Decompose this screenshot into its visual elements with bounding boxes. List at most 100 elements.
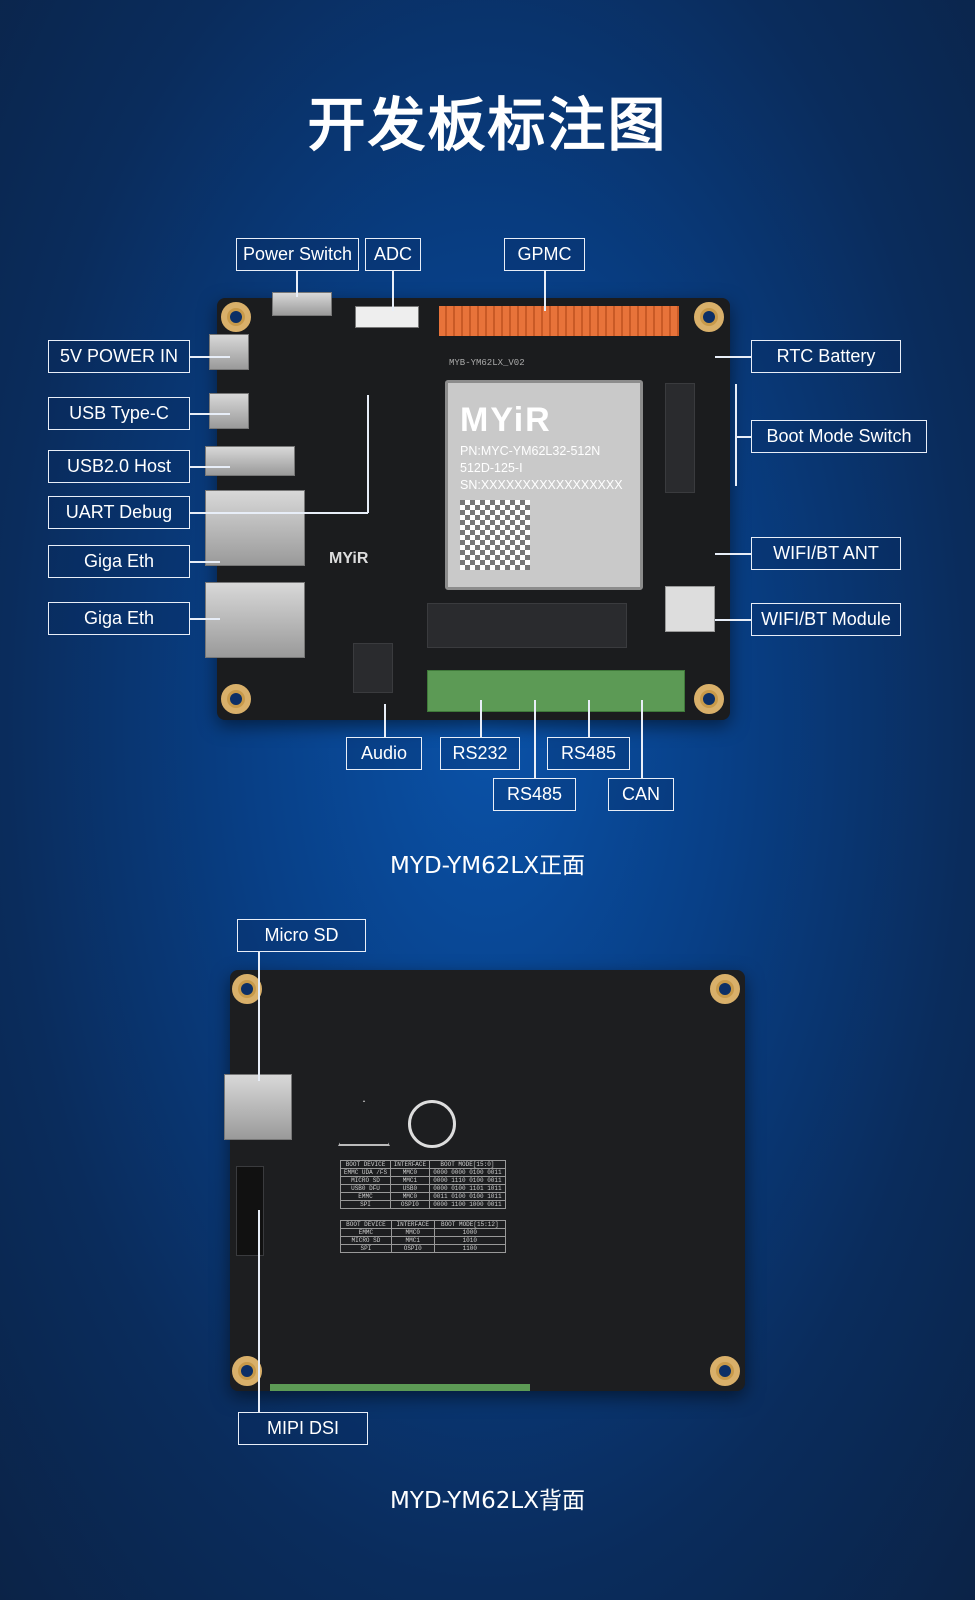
label-rs485-2: RS485	[493, 778, 576, 811]
table-cell: MMC0	[390, 1168, 430, 1177]
table-cell: MMC1	[390, 1236, 435, 1245]
table-cell: 0000 0100 1101 1011	[428, 1184, 507, 1193]
table-cell: MMC0	[390, 1192, 430, 1201]
adc-connector	[355, 306, 419, 328]
label-power-in: 5V POWER IN	[48, 340, 190, 373]
leader-line	[480, 700, 482, 737]
label-micro-sd: Micro SD	[237, 919, 366, 952]
power-in-port	[209, 334, 249, 370]
gpmc-header	[439, 306, 679, 336]
table-cell: BOOT DEVICE	[340, 1220, 392, 1229]
front-caption: MYD-YM62LX正面	[390, 853, 585, 879]
table-cell: 1100	[433, 1244, 507, 1253]
table-cell: 0000 1110 0100 0011	[428, 1176, 507, 1185]
leader-line	[190, 356, 230, 358]
leader-line	[190, 466, 230, 468]
leader-line	[736, 436, 751, 438]
table-cell: EMMC	[339, 1192, 392, 1201]
mounting-hole	[710, 1356, 740, 1386]
leader-line	[544, 271, 546, 311]
table-cell: OSPI0	[390, 1244, 435, 1253]
front-board-image: MYB-YM62LX_V02 MYiR MYiR PN:MYC-YM62L32-…	[205, 292, 730, 720]
back-caption: MYD-YM62LX背面	[390, 1488, 585, 1514]
esd-icon	[338, 1100, 390, 1146]
table-cell: MMC1	[390, 1176, 430, 1185]
leader-line	[296, 271, 298, 297]
board-name: MYB-YM62LX_V02	[449, 358, 525, 368]
label-usb-host: USB2.0 Host	[48, 450, 190, 483]
terminal-block-edge	[270, 1384, 530, 1391]
label-power-switch: Power Switch	[236, 238, 359, 271]
table-cell: MICRO SD	[340, 1236, 392, 1245]
table-cell: BOOT MODE[15:0]	[428, 1160, 507, 1169]
table-cell: INTERFACE	[390, 1220, 435, 1229]
usb-host-port	[205, 446, 295, 476]
label-rs485-1: RS485	[547, 737, 630, 770]
leader-line	[190, 413, 230, 415]
label-usb-typec: USB Type-C	[48, 397, 190, 430]
table-cell: SPI	[339, 1200, 392, 1209]
leader-line	[588, 700, 590, 737]
table-cell: 1010	[433, 1236, 507, 1245]
som-module: MYiR PN:MYC-YM62L32-512N 512D-125-I SN:X…	[445, 380, 643, 590]
table-cell: MICRO SD	[339, 1176, 392, 1185]
label-rs232: RS232	[440, 737, 520, 770]
label-uart-debug: UART Debug	[48, 496, 190, 529]
table-cell: INTERFACE	[390, 1160, 430, 1169]
leader-line	[258, 951, 260, 1081]
table-cell: OSPI0	[390, 1200, 430, 1209]
leader-line	[735, 384, 737, 486]
table-cell: EMMC	[340, 1228, 392, 1237]
table-cell: 0011 0100 0100 1011	[428, 1192, 507, 1201]
table-cell: MMC0	[390, 1228, 435, 1237]
table-cell: USB0 DFU	[339, 1184, 392, 1193]
label-adc: ADC	[365, 238, 421, 271]
mounting-hole	[221, 684, 251, 714]
micro-sd-slot	[224, 1074, 292, 1140]
label-giga-eth-1: Giga Eth	[48, 545, 190, 578]
label-boot-mode-switch: Boot Mode Switch	[751, 420, 927, 453]
leader-line	[367, 395, 369, 513]
table-cell: 0000 1100 1000 0011	[428, 1200, 507, 1209]
label-wifi-bt-ant: WIFI/BT ANT	[751, 537, 901, 570]
table-cell: 1000	[433, 1228, 507, 1237]
som-pn: PN:MYC-YM62L32-512N	[460, 444, 601, 458]
table-cell: BOOT DEVICE	[339, 1160, 392, 1169]
label-giga-eth-2: Giga Eth	[48, 602, 190, 635]
leader-line	[715, 553, 751, 555]
label-mipi-dsi: MIPI DSI	[238, 1412, 368, 1445]
label-wifi-bt-module: WIFI/BT Module	[751, 603, 901, 636]
leader-line	[190, 561, 220, 563]
mounting-hole	[232, 974, 262, 1004]
leader-line	[715, 356, 751, 358]
leader-line	[534, 700, 536, 778]
leader-line	[392, 271, 394, 311]
mounting-hole	[710, 974, 740, 1004]
som-sn: SN:XXXXXXXXXXXXXXXXX	[460, 478, 623, 492]
pb-free-icon	[408, 1100, 456, 1148]
boot-switches	[665, 383, 695, 493]
leader-line	[715, 619, 751, 621]
leader-line	[384, 704, 386, 737]
leader-line	[641, 700, 643, 778]
silk-logo: MYiR	[329, 550, 369, 567]
chips-row	[427, 603, 627, 648]
som-brand: MYiR	[460, 401, 552, 439]
leader-line	[190, 512, 368, 514]
som-pn2: 512D-125-I	[460, 461, 523, 475]
wifi-module-part	[665, 586, 715, 632]
usb-typec-port	[209, 393, 249, 429]
leader-line	[190, 618, 220, 620]
label-gpmc: GPMC	[504, 238, 585, 271]
table-cell: 0000 0000 0100 0011	[428, 1168, 507, 1177]
ethernet-port-1	[205, 490, 305, 566]
audio-jack	[353, 643, 393, 693]
leader-line	[258, 1210, 260, 1412]
page-title: 开发板标注图	[307, 91, 668, 159]
label-audio: Audio	[346, 737, 422, 770]
label-rtc-battery: RTC Battery	[751, 340, 901, 373]
table-cell: BOOT MODE[15:12]	[433, 1220, 507, 1229]
